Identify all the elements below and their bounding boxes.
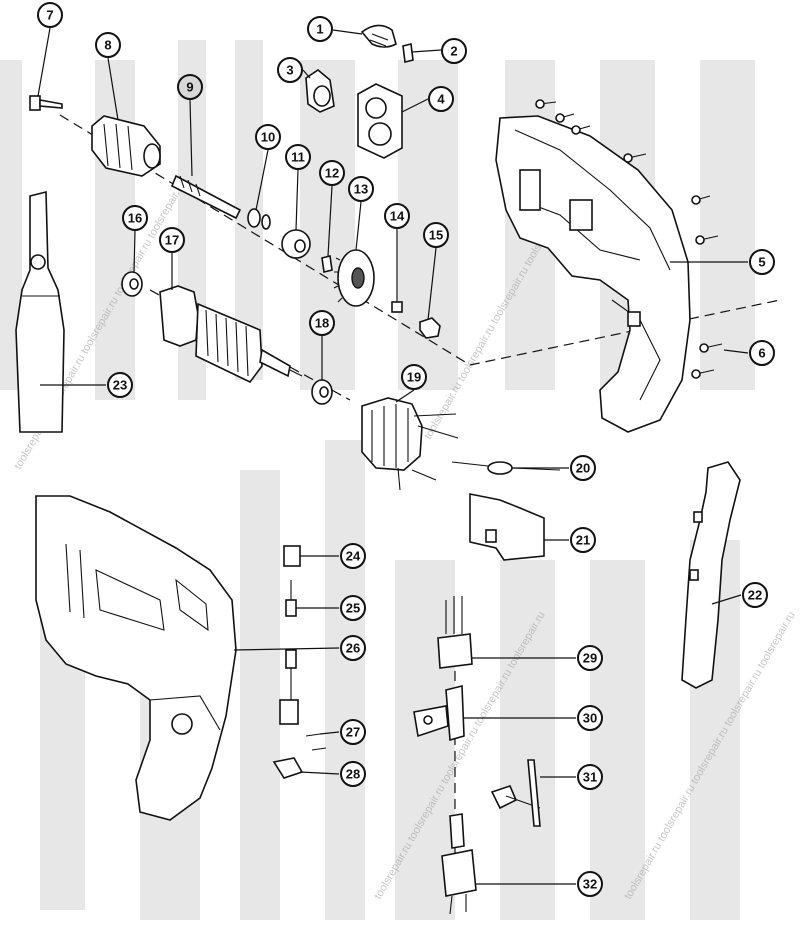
callout-3: 3 xyxy=(277,57,303,83)
callout-17: 17 xyxy=(159,227,185,253)
part-spring-clip xyxy=(402,43,414,63)
callout-5: 5 xyxy=(749,249,775,275)
callout-25: 25 xyxy=(340,595,366,621)
callout-1: 1 xyxy=(307,16,333,42)
callout-label: 5 xyxy=(758,255,765,270)
callout-31: 31 xyxy=(577,764,603,790)
part-gear-plate xyxy=(357,83,403,159)
callout-11: 11 xyxy=(285,144,311,170)
callout-6: 6 xyxy=(749,340,775,366)
callout-28: 28 xyxy=(340,761,366,787)
part-brush-spring xyxy=(285,580,297,617)
part-nut xyxy=(419,317,441,339)
callout-2: 2 xyxy=(441,38,467,64)
callout-label: 14 xyxy=(390,209,405,224)
callout-19: 19 xyxy=(401,364,427,390)
part-switch-knob xyxy=(360,24,397,48)
callout-label: 7 xyxy=(46,8,53,23)
part-chuck-screw xyxy=(29,95,63,111)
part-housing-half xyxy=(495,115,691,433)
callout-label: 15 xyxy=(429,228,443,243)
callout-label: 30 xyxy=(583,711,597,726)
part-washers xyxy=(247,208,271,230)
callout-label: 11 xyxy=(291,150,305,165)
part-spindle xyxy=(170,174,242,220)
callout-label: 26 xyxy=(346,641,360,656)
callout-label: 20 xyxy=(576,461,590,476)
part-cable-clamp xyxy=(413,684,465,742)
part-cable-connector xyxy=(437,596,473,669)
callout-label: 2 xyxy=(450,44,457,59)
housing-screws xyxy=(535,99,723,379)
callout-23: 23 xyxy=(107,372,133,398)
part-carbon-brushes xyxy=(279,649,327,751)
callout-13: 13 xyxy=(348,176,374,202)
callout-label: 10 xyxy=(261,130,275,145)
callout-15: 15 xyxy=(423,222,449,248)
part-housing-full xyxy=(35,495,237,821)
callout-label: 24 xyxy=(346,549,361,564)
callout-32: 32 xyxy=(577,871,603,897)
part-gear xyxy=(333,249,375,307)
callout-24: 24 xyxy=(340,543,366,569)
callout-label: 23 xyxy=(113,378,127,393)
part-auxiliary-handle xyxy=(15,190,65,433)
callout-label: 12 xyxy=(325,166,339,181)
part-chuck-key xyxy=(490,759,541,827)
callout-label: 16 xyxy=(128,211,142,226)
part-key xyxy=(321,255,333,273)
callout-16: 16 xyxy=(122,205,148,231)
callout-label: 22 xyxy=(748,588,762,603)
callout-10: 10 xyxy=(255,124,281,150)
callout-8: 8 xyxy=(95,32,121,58)
part-brush-holder xyxy=(283,545,301,567)
callout-label: 25 xyxy=(346,601,360,616)
callout-30: 30 xyxy=(577,705,603,731)
callout-label: 29 xyxy=(583,651,597,666)
callout-18: 18 xyxy=(309,310,335,336)
callout-label: 17 xyxy=(165,233,179,248)
callout-9: 9 xyxy=(177,74,203,100)
callout-label: 6 xyxy=(758,346,765,361)
callout-label: 28 xyxy=(346,767,360,782)
callout-label: 1 xyxy=(316,22,323,37)
part-bearing-bush xyxy=(305,69,335,113)
part-side-handle-half xyxy=(681,461,741,689)
callout-label: 21 xyxy=(576,533,590,548)
part-rotor xyxy=(159,285,333,405)
callout-label: 13 xyxy=(354,182,368,197)
callout-20: 20 xyxy=(570,455,596,481)
callout-14: 14 xyxy=(384,203,410,229)
callout-12: 12 xyxy=(319,160,345,186)
part-power-plug xyxy=(441,813,477,915)
part-small-bearing xyxy=(121,271,143,297)
callout-label: 19 xyxy=(407,370,421,385)
part-small-cube xyxy=(391,301,403,313)
callout-label: 31 xyxy=(583,770,597,785)
leader-lines xyxy=(37,27,749,885)
part-trigger-switch xyxy=(469,493,545,561)
callout-label: 8 xyxy=(104,38,111,53)
callout-26: 26 xyxy=(340,635,366,661)
callout-27: 27 xyxy=(340,719,366,745)
part-bearing xyxy=(281,229,311,259)
callout-22: 22 xyxy=(742,582,768,608)
callout-29: 29 xyxy=(577,645,603,671)
callout-label: 18 xyxy=(315,316,329,331)
callout-label: 3 xyxy=(286,63,293,78)
callout-label: 27 xyxy=(346,725,360,740)
part-stator xyxy=(361,397,459,491)
callout-4: 4 xyxy=(428,86,454,112)
callout-label: 4 xyxy=(437,92,445,107)
callout-21: 21 xyxy=(570,527,596,553)
callout-label: 9 xyxy=(186,80,193,95)
callout-7: 7 xyxy=(37,2,63,28)
callout-label: 32 xyxy=(583,877,597,892)
